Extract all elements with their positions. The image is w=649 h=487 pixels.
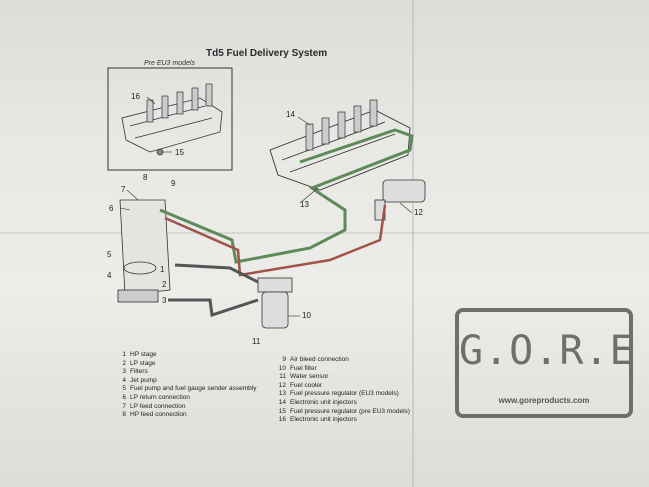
callout-1: 1: [160, 265, 165, 274]
injectors: [305, 99, 378, 151]
callout-9: 9: [171, 179, 176, 188]
inset-frame: [107, 67, 233, 171]
callout-13: 13: [300, 200, 309, 209]
callout-3: 3: [162, 296, 167, 305]
callouts: 16 15 14 13 12 11 10 9 8 7 6 5 4 3 2 1: [107, 92, 423, 346]
logo-url: www.goreproducts.com: [498, 396, 590, 405]
callout-5: 5: [107, 250, 112, 259]
feed-line: [159, 193, 347, 264]
callout-11: 11: [252, 337, 261, 346]
callout-16: 16: [131, 92, 140, 101]
supply-line: [168, 298, 259, 317]
fuel-cooler: [374, 179, 426, 221]
supply-line-2: [174, 263, 259, 284]
head-feed-rail: [299, 128, 414, 197]
callout-2: 2: [162, 280, 167, 289]
diagram-title: Td5 Fuel Delivery System: [206, 48, 328, 59]
callout-10: 10: [302, 311, 311, 320]
inset-label: Pre EU3 models: [144, 60, 195, 67]
inset-injectors: [146, 83, 213, 123]
return-line: [164, 204, 387, 277]
callout-4: 4: [107, 271, 112, 280]
callout-14: 14: [286, 110, 295, 119]
gore-logo: G.O.R.E www.goreproducts.com: [455, 308, 635, 418]
callout-15: 15: [175, 148, 184, 157]
callout-6: 6: [109, 204, 114, 213]
paper-fold-vertical: [412, 0, 414, 487]
logo-text: G.O.R.E: [459, 328, 635, 374]
paper-fold-horizontal: [0, 232, 649, 234]
leader-lines: [119, 96, 413, 317]
fuel-pump-assembly: [117, 199, 171, 303]
callout-8: 8: [143, 173, 148, 182]
fuel-filter: [257, 277, 293, 329]
callout-7: 7: [121, 185, 126, 194]
callout-12: 12: [414, 208, 423, 217]
